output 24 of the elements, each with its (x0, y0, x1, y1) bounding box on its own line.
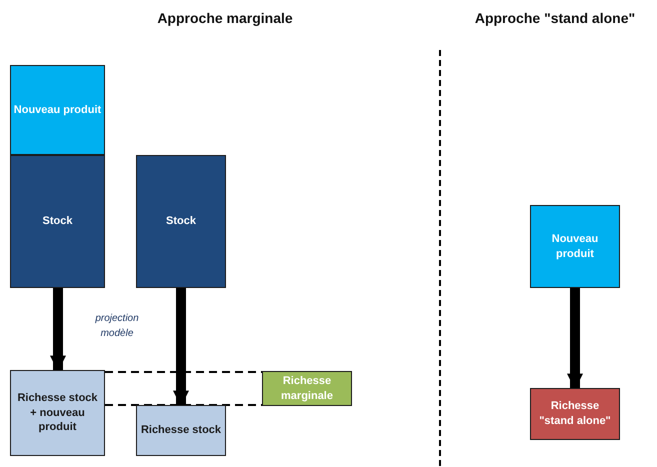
product-box (530, 205, 620, 288)
box-label: Stock (165, 214, 197, 229)
annotation-text: projection modèle (94, 312, 140, 340)
product-box (10, 65, 105, 155)
section-heading: Approche marginale (156, 10, 294, 26)
arrow (50, 288, 66, 372)
box-label: Nouveau produit (12, 102, 102, 118)
box-label: Richesse stock (140, 423, 222, 438)
stock-box (10, 155, 105, 288)
stock-box (136, 155, 226, 288)
box-label: Richesse stock + nouveau produit (16, 390, 99, 436)
wealth-box (10, 370, 105, 456)
dashed-line (105, 371, 262, 373)
box-label: Stock (42, 214, 74, 229)
section-heading: Approche "stand alone" (474, 10, 636, 26)
box-label: Nouveau produit (550, 232, 600, 262)
wealth-box (530, 388, 620, 440)
box-label: Richesse "stand alone" (538, 399, 612, 429)
dashed-line (105, 404, 262, 406)
wealth-box (136, 405, 226, 456)
arrow (173, 288, 189, 407)
wealth-box (262, 371, 352, 406)
arrow (567, 288, 583, 390)
box-label: Richesse marginale (280, 374, 334, 404)
